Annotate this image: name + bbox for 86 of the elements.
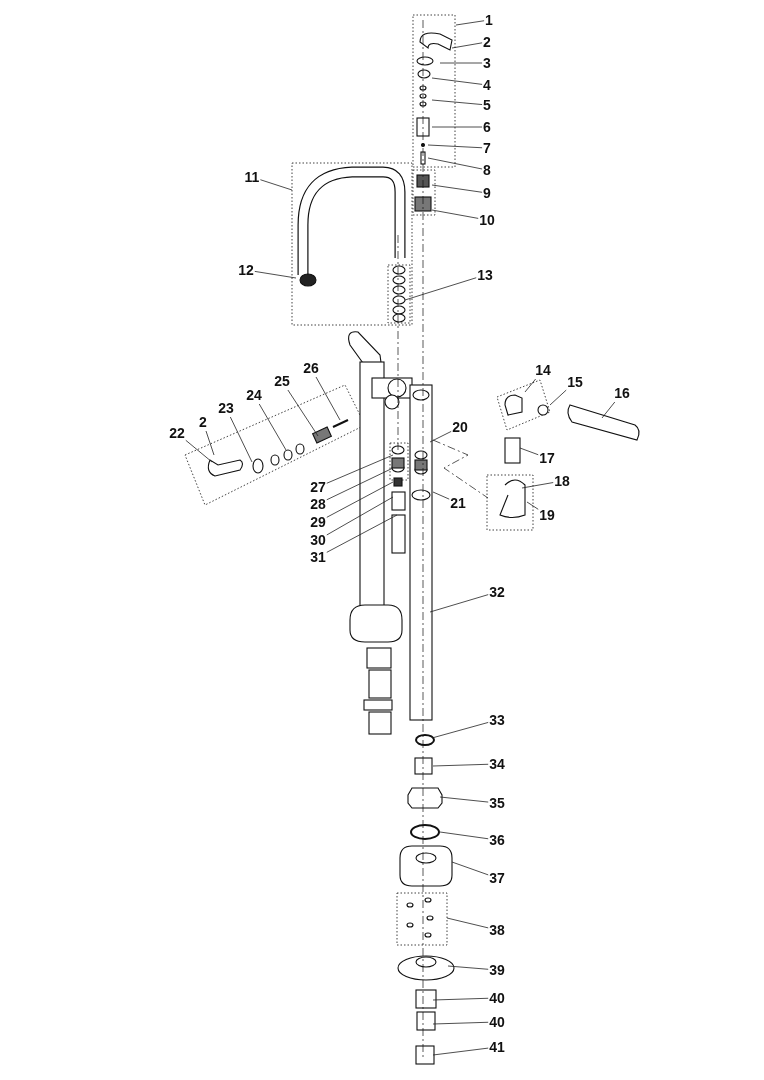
leader-line	[326, 514, 398, 553]
leader-line	[431, 184, 483, 193]
leader-line	[427, 144, 483, 149]
leader-line	[439, 62, 483, 64]
callout-number: 4	[483, 77, 491, 93]
leader-line	[404, 277, 477, 301]
callout-number: 20	[452, 419, 468, 435]
leader-line	[451, 42, 483, 49]
leader-line	[431, 209, 479, 219]
callout-number: 31	[310, 549, 326, 565]
callout-number: 32	[489, 584, 505, 600]
callout-number: 26	[303, 360, 319, 376]
leader-line	[439, 796, 489, 803]
callout-number: 35	[489, 795, 505, 811]
leader-line	[439, 831, 489, 840]
callout-number: 7	[483, 140, 491, 156]
leader-line	[447, 965, 489, 970]
callout-number: 6	[483, 119, 491, 135]
callout-number: 25	[274, 373, 290, 389]
callout-number: 1	[485, 12, 493, 28]
leader-line	[431, 99, 483, 105]
leader-line	[455, 20, 485, 26]
leader-line	[432, 763, 489, 767]
leader-line	[432, 1021, 489, 1025]
callout-number: 2	[199, 414, 207, 430]
callout-number: 13	[477, 267, 493, 283]
callout-number: 37	[489, 870, 505, 886]
callout-number: 10	[479, 212, 495, 228]
callout-number: 17	[539, 450, 555, 466]
leader-line	[229, 416, 253, 463]
leader-line	[258, 403, 287, 451]
callout-number: 22	[169, 425, 185, 441]
callout-number: 3	[483, 55, 491, 71]
leader-line	[601, 401, 616, 419]
callout-number: 29	[310, 514, 326, 530]
leader-line	[431, 77, 483, 85]
callout-number: 16	[614, 385, 630, 401]
leader-line	[326, 496, 394, 536]
callout-number: 40	[489, 990, 505, 1006]
leader-line	[431, 126, 483, 128]
leader-line	[185, 439, 213, 463]
leader-line	[326, 467, 394, 501]
callout-number: 15	[567, 374, 583, 390]
callout-number: 40	[489, 1014, 505, 1030]
callout-number: 39	[489, 962, 505, 978]
leader-line	[524, 378, 537, 393]
leader-line	[205, 430, 215, 456]
callout-number: 12	[238, 262, 254, 278]
callout-number: 19	[539, 507, 555, 523]
callout-number: 14	[535, 362, 551, 378]
leader-line	[432, 1047, 489, 1056]
callout-number: 33	[489, 712, 505, 728]
leader-line	[432, 997, 489, 1001]
callout-number: 11	[244, 169, 260, 185]
leader-line	[429, 594, 489, 613]
leader-line	[446, 917, 489, 929]
callout-number: 23	[218, 400, 234, 416]
callout-number: 36	[489, 832, 505, 848]
callout-number: 5	[483, 97, 491, 113]
callout-number: 34	[489, 756, 505, 772]
leader-line	[427, 157, 483, 170]
callout-number: 2	[483, 34, 491, 50]
callout-number: 27	[310, 479, 326, 495]
callout-number: 28	[310, 496, 326, 512]
leader-line	[549, 389, 567, 406]
callout-number: 30	[310, 532, 326, 548]
leader-line	[431, 722, 489, 739]
leader-line	[526, 501, 539, 510]
leader-line	[287, 389, 319, 437]
leader-line	[429, 431, 452, 443]
leader-line	[315, 376, 341, 421]
callout-number: 24	[246, 387, 262, 403]
leader-line	[254, 271, 297, 279]
leader-line	[432, 491, 450, 500]
callout-number: 9	[483, 185, 491, 201]
leader-line	[521, 482, 554, 489]
leader-line	[326, 481, 394, 518]
callout-number: 18	[554, 473, 570, 489]
leader-line	[519, 447, 539, 456]
callout-number: 41	[489, 1039, 505, 1055]
callout-number: 8	[483, 162, 491, 178]
callout-number: 38	[489, 922, 505, 938]
callout-number: 21	[450, 495, 466, 511]
leader-line	[260, 179, 293, 191]
leader-line	[451, 861, 489, 876]
leader-line	[326, 454, 394, 484]
